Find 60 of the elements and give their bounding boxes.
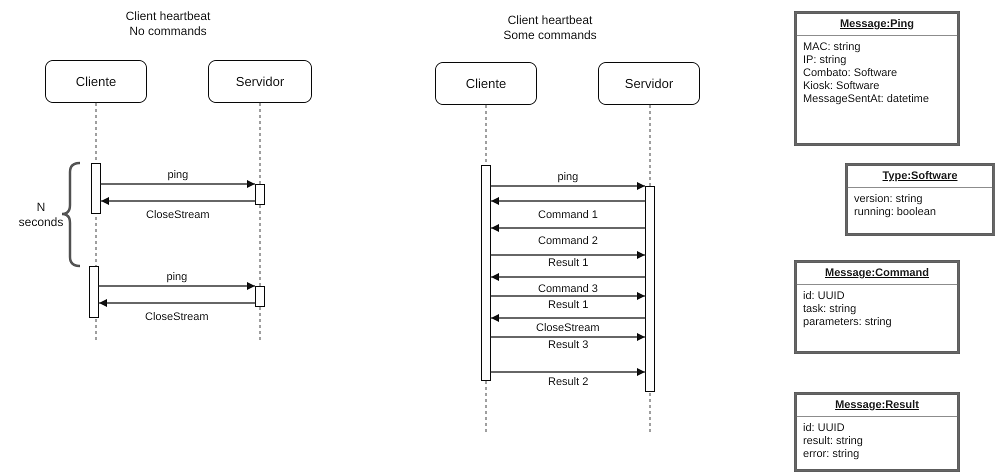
edge-label: Result 2 (547, 376, 590, 388)
attribute-text: id: UUID (803, 290, 845, 303)
duration-label: N seconds (18, 200, 64, 230)
message-arrow (491, 292, 645, 300)
activation-bar (645, 186, 655, 392)
edge-label: Result 1 (547, 299, 590, 311)
activation-bar (255, 184, 265, 205)
edge-label: CloseStream (145, 209, 211, 221)
attribute-text: error: string (803, 448, 860, 461)
message-arrow (491, 224, 645, 232)
class-name: Message:Command (825, 267, 929, 279)
attribute-text: Kiosk: Software (803, 80, 880, 93)
activation-bar (481, 165, 491, 381)
attribute-text: id: UUID (803, 422, 845, 435)
attribute-text: Combato: Software (803, 67, 898, 80)
attribute-text: task: string (803, 303, 856, 316)
edge-label: CloseStream (535, 322, 601, 334)
message-arrow (101, 180, 255, 188)
class-name: Message:Result (835, 399, 919, 411)
participant-box: Cliente (45, 60, 147, 103)
message-arrow (491, 251, 645, 259)
class-box (794, 392, 960, 472)
message-arrow (491, 182, 645, 190)
activation-bar (89, 266, 99, 318)
edge-label: Result 1 (547, 257, 590, 269)
message-arrow (101, 197, 255, 205)
edge-label: ping (166, 169, 190, 181)
message-arrow (99, 282, 255, 290)
message-arrow (491, 368, 645, 376)
attribute-text: IP: string (803, 54, 846, 67)
panel-title: Client heartbeat Some commands (502, 13, 598, 43)
edge-label: ping (166, 271, 188, 283)
message-arrow (491, 333, 645, 341)
edge-label: Command 3 (537, 283, 599, 295)
edge-label: ping (556, 171, 580, 183)
message-arrow (491, 273, 645, 281)
edge-label: Command 1 (537, 209, 599, 221)
activation-bar (255, 286, 265, 307)
attribute-text: running: boolean (854, 206, 936, 219)
activation-bar (91, 163, 101, 214)
message-arrow (491, 314, 645, 322)
attribute-text: MAC: string (803, 41, 860, 54)
attribute-text: parameters: string (803, 316, 892, 329)
message-arrow (99, 299, 255, 307)
class-box (845, 163, 995, 236)
participant-box: Cliente (435, 62, 537, 105)
attribute-text: MessageSentAt: datetime (803, 93, 929, 106)
participant-box: Servidor (208, 60, 312, 103)
class-box (794, 260, 960, 354)
attribute-text: result: string (803, 435, 863, 448)
class-box (794, 11, 960, 146)
panel-title: Client heartbeat No commands (124, 9, 212, 39)
edge-label: CloseStream (144, 311, 210, 323)
edge-label: Command 2 (537, 235, 599, 247)
edge-label: Result 3 (547, 339, 590, 351)
attribute-text: version: string (854, 193, 922, 206)
message-arrow (491, 197, 645, 205)
class-name: Type:Software (882, 170, 958, 182)
class-name: Message:Ping (840, 18, 914, 30)
participant-box: Servidor (598, 62, 700, 105)
